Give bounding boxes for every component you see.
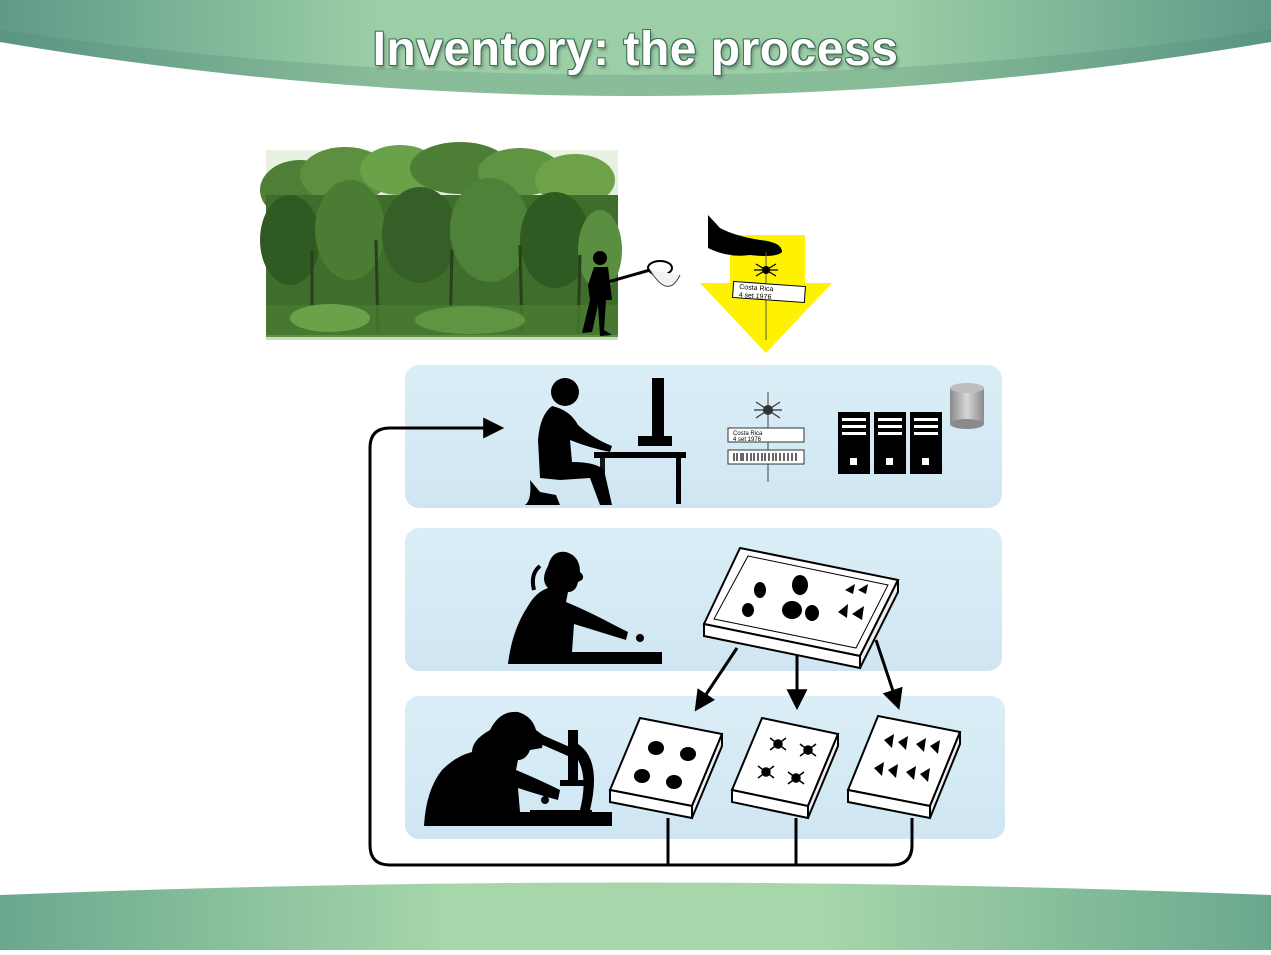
person-at-computer-icon — [525, 378, 686, 505]
pinned-label-line2: 4 set 1976 — [733, 437, 762, 443]
forest-image — [260, 142, 622, 340]
specimen-label-line1: Costa Rica — [739, 284, 774, 293]
slide-title: Inventory: the process — [372, 23, 899, 76]
database-icon — [950, 383, 984, 429]
sorted-tray-beetles-icon — [608, 716, 724, 820]
barcode-icon — [727, 449, 805, 465]
hand-holding-insect-icon: Costa Rica 4 set 1976 — [708, 215, 807, 340]
footer-banner — [0, 882, 1271, 950]
header-banner — [0, 0, 1271, 96]
pinned-specimen-icon: Costa Rica 4 set 1976 — [727, 392, 805, 482]
specimen-label-line2: 4 set 1976 — [738, 292, 771, 301]
sorted-tray-butterflies-icon — [846, 714, 962, 820]
panel-sort — [405, 528, 1002, 671]
specimen-tray-icon — [702, 546, 900, 670]
server-icon — [838, 412, 942, 474]
sorted-tray-ants-icon — [730, 716, 840, 820]
pinned-label-line1: Costa Rica — [733, 431, 763, 437]
loop-arrow — [368, 428, 914, 867]
person-at-microscope-icon — [424, 711, 612, 826]
person-sorting-icon — [508, 551, 662, 664]
tray-distribution-arrows — [694, 639, 903, 712]
collector-with-net-icon — [582, 251, 681, 336]
